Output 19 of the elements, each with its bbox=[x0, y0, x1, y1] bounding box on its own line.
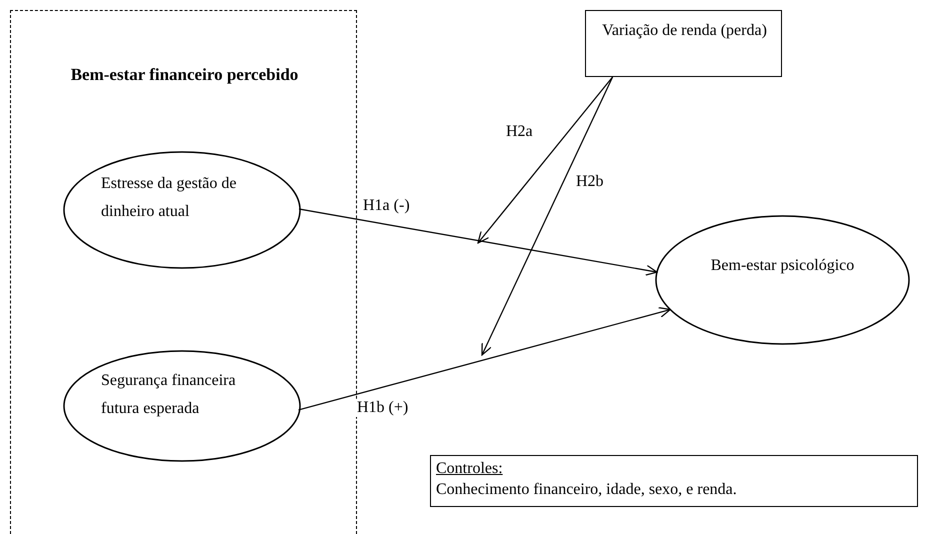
controls-text: Conhecimento financeiro, idade, sexo, e renda. bbox=[436, 480, 738, 500]
construct-label: Estresse da gestão de dinheiro atual bbox=[101, 174, 238, 222]
arrow bbox=[477, 76, 614, 244]
group-frame bbox=[10, 10, 357, 534]
outcome-ellipse bbox=[655, 215, 910, 345]
moderator-label: Variação de renda (perda) bbox=[601, 21, 768, 41]
moderator-box bbox=[585, 10, 782, 77]
arrow bbox=[298, 208, 658, 276]
group-heading: Bem-estar financeiro percebido bbox=[70, 64, 300, 86]
edge-label: H1b (+) bbox=[356, 399, 410, 417]
arrow bbox=[298, 307, 671, 411]
outcome-label: Bem-estar psicológico bbox=[710, 256, 856, 276]
construct-label: Segurança financeira futura esperada bbox=[101, 371, 237, 419]
construct-ellipse bbox=[63, 350, 301, 462]
construct-ellipse bbox=[63, 151, 301, 269]
edge-label: H1a (-) bbox=[362, 197, 411, 215]
controls-heading: Controles: bbox=[436, 459, 504, 479]
arrow bbox=[481, 76, 614, 356]
controls-box bbox=[430, 455, 918, 507]
